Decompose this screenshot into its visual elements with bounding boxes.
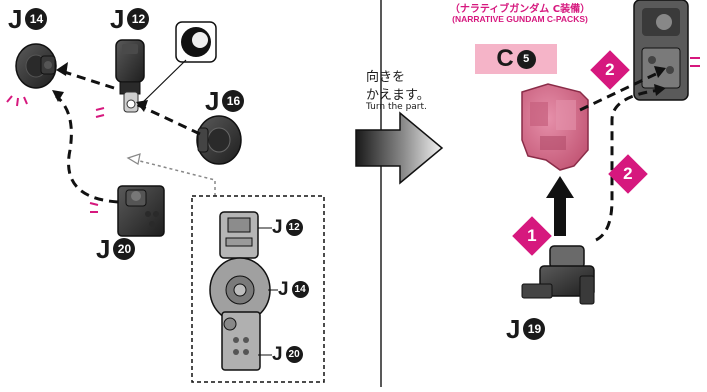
inset-j12-letter: J	[272, 217, 283, 238]
step-2b-number: 2	[623, 164, 633, 183]
label-j12: J 12	[110, 4, 150, 34]
inset-assembly	[209, 211, 278, 371]
contact-marks-j12	[95, 107, 105, 118]
inset-j14-number: 14	[291, 281, 309, 298]
arrow-step-1	[546, 176, 574, 236]
variant-jp: （ナラティブガンダム C装備）	[449, 4, 591, 15]
part-body-upper	[633, 0, 689, 101]
part-j20	[117, 185, 165, 237]
label-j12-number: 12	[127, 8, 150, 30]
turn-note-en: Turn the part.	[366, 102, 427, 112]
part-j16	[196, 115, 242, 165]
inset-label-j20: J 20	[272, 345, 303, 364]
label-j14-letter: J	[8, 4, 23, 34]
part-j12	[115, 39, 145, 113]
label-j12-letter: J	[110, 4, 125, 34]
inset-label-j14: J 14	[278, 280, 309, 299]
label-j19: J 19	[506, 314, 546, 344]
label-j20-letter: J	[96, 234, 111, 264]
contact-marks-body	[690, 57, 700, 67]
part-label-c5: C 5	[475, 44, 557, 74]
label-j20-number: 20	[113, 238, 136, 260]
label-j20: J 20	[96, 234, 136, 264]
label-j14: J 14	[8, 4, 48, 34]
arrowhead-left-2	[136, 100, 148, 112]
part-j14	[15, 43, 57, 89]
part-c5-pink	[521, 83, 589, 171]
variant-en: (NARRATIVE GUNDAM C-PACKS)	[452, 14, 588, 24]
inset-j14-letter: J	[278, 279, 289, 300]
label-j19-number: 19	[523, 318, 546, 340]
step-1-number: 1	[527, 226, 537, 245]
label-j19-letter: J	[506, 314, 521, 344]
label-j14-number: 14	[25, 8, 48, 30]
turn-note-jp-2: かえます。	[366, 88, 430, 103]
contact-marks-j20	[89, 202, 99, 213]
part-j19	[521, 245, 595, 305]
turn-arrow	[355, 111, 444, 185]
assembly-paths-left	[55, 68, 201, 204]
inset-j20-number: 20	[285, 346, 303, 363]
label-j16: J 16	[205, 86, 245, 116]
label-j16-letter: J	[205, 86, 220, 116]
detail-callout	[139, 21, 217, 106]
turn-note-jp-1: 向きを	[366, 70, 406, 85]
inset-j20-letter: J	[272, 344, 283, 365]
arrowhead-left-1	[56, 62, 68, 76]
contact-marks-j14	[6, 95, 28, 107]
c5-letter: C	[496, 45, 514, 72]
inset-label-j12: J 12	[272, 218, 303, 237]
arrowhead-left-3	[52, 90, 64, 102]
assembly-paths-right	[579, 70, 661, 242]
label-j16-number: 16	[222, 90, 245, 112]
c5-number: 5	[516, 49, 536, 69]
inset-j12-number: 12	[285, 219, 303, 236]
step-2a-number: 2	[605, 60, 615, 79]
